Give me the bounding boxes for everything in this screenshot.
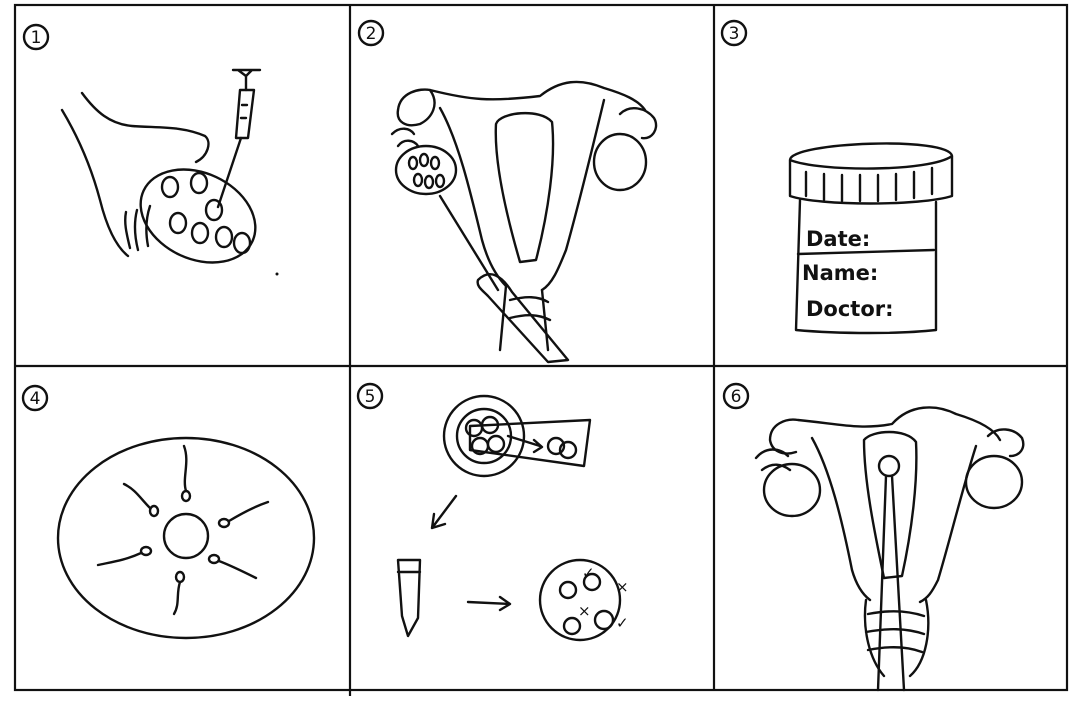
egg [412, 172, 424, 188]
step-number-5-text: 5 [365, 387, 376, 407]
selected-embryo-cell [546, 436, 566, 456]
step-number-1: 1 [22, 23, 50, 51]
panel-grid [13, 3, 1069, 696]
label-divider [796, 248, 936, 256]
embryo-transfer-icon [754, 406, 1025, 692]
hand-outline [60, 91, 210, 258]
follicle [204, 198, 224, 222]
egg [423, 174, 435, 190]
step-number-3-text: 3 [729, 24, 740, 44]
step-number-5: 5 [356, 382, 384, 410]
container-date-label: Date: [806, 227, 870, 251]
right-fimbriae [618, 107, 658, 140]
graded-embryo [582, 572, 602, 592]
pipette-arrow [506, 434, 544, 454]
embryo-selection-icon: ✓ × × ✓ [396, 394, 629, 642]
embryo-cell [486, 434, 506, 454]
sperm [180, 444, 192, 503]
right-arrow-icon [466, 595, 512, 612]
petri-dish [56, 436, 316, 640]
culture-dish [442, 394, 526, 478]
uterus-outline [768, 406, 1002, 604]
container-doctor-label: Doctor: [806, 297, 894, 321]
cervix-canal [498, 284, 552, 352]
specimen-container-icon: Date: Name: Doctor: [788, 142, 954, 335]
left-ovary [762, 462, 822, 518]
outer-frame [13, 3, 1069, 692]
graded-embryo [593, 609, 615, 631]
lid-ridges [804, 166, 934, 203]
left-fimbriae [390, 127, 420, 148]
follicle [190, 221, 210, 245]
container-body [794, 198, 938, 335]
right-ovary [964, 454, 1024, 510]
selected-embryo-cell [558, 440, 578, 460]
embryo-cell [464, 418, 484, 438]
step-number-4: 4 [21, 384, 49, 412]
left-ovary [394, 144, 458, 196]
hand-syringe-ovary-icon [60, 68, 279, 276]
container-lid [788, 142, 954, 205]
egg-sperm-dish-icon [56, 436, 316, 640]
follicle [232, 231, 252, 255]
implanting-embryo [877, 454, 901, 478]
sperm [172, 570, 186, 616]
uterus-outline [396, 80, 647, 292]
egg [418, 152, 430, 168]
egg [434, 173, 446, 189]
check-mark: ✓ [616, 614, 629, 632]
sample-tube-icon [396, 558, 422, 638]
egg [429, 155, 441, 171]
speculum [863, 598, 930, 678]
follicle [168, 211, 188, 235]
syringe-icon [216, 68, 262, 209]
down-left-arrow-icon [430, 494, 458, 530]
uterine-cavity [494, 111, 555, 264]
step-number-2-text: 2 [366, 24, 377, 44]
follicle [214, 225, 234, 249]
ultrasound-probe [476, 273, 570, 364]
step-number-4-text: 4 [30, 389, 41, 409]
right-fimbriae [986, 428, 1025, 458]
dot-mark [275, 272, 279, 276]
step-number-6: 6 [722, 382, 750, 410]
container-name-label: Name: [802, 261, 878, 285]
step-number-2: 2 [357, 19, 385, 47]
graded-embryo [562, 616, 582, 636]
follicle [160, 175, 180, 199]
step-number-6-text: 6 [731, 387, 742, 407]
egg-cell [162, 512, 210, 560]
step-number-3: 3 [720, 19, 748, 47]
retrieval-needle [438, 194, 500, 292]
step-number-1-text: 1 [31, 28, 42, 48]
check-mark: ✓ [582, 564, 595, 582]
follicle [189, 171, 209, 195]
egg [407, 155, 419, 171]
sperm [122, 482, 160, 518]
transfer-pipette [468, 418, 592, 468]
grading-plate [538, 558, 622, 642]
left-fimbriae [754, 448, 792, 472]
cross-mark: × [578, 602, 591, 620]
sperm [217, 500, 270, 529]
graded-embryo [558, 580, 578, 600]
uterus-egg-retrieval-icon [390, 80, 658, 364]
uterine-cavity [862, 430, 918, 580]
cross-mark: × [616, 578, 629, 596]
right-ovary [592, 132, 648, 192]
transfer-catheter [876, 474, 906, 692]
sperm [96, 545, 153, 567]
sperm [207, 553, 258, 580]
ovary-shape [139, 168, 257, 264]
